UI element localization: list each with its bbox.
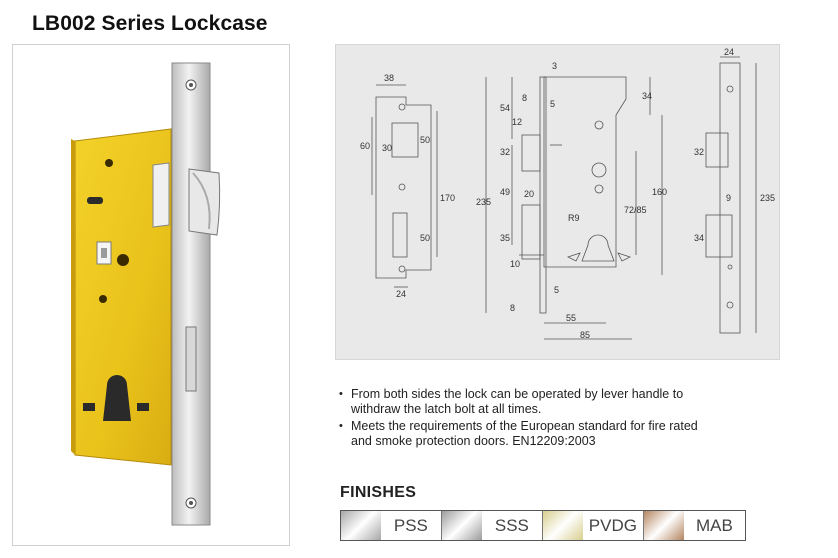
finishes-heading: FINISHES xyxy=(340,484,417,501)
dim-20: 20 xyxy=(524,189,534,199)
finish-swatch-pvdg xyxy=(543,511,583,540)
dim-30: 30 xyxy=(382,143,392,153)
dim-8-bottom: 8 xyxy=(510,303,515,313)
feature-text-line: Meets the requirements of the European s… xyxy=(351,419,698,433)
dim-235-center: 235 xyxy=(476,197,491,207)
page-title: LB002 Series Lockcase xyxy=(32,12,268,35)
dim-49: 49 xyxy=(500,187,510,197)
dim-60: 60 xyxy=(360,141,370,151)
dim-38: 38 xyxy=(384,73,394,83)
dim-3: 3 xyxy=(552,61,557,71)
dim-32-right: 32 xyxy=(694,147,704,157)
dim-235-right: 235 xyxy=(760,193,775,203)
dim-5-top: 5 xyxy=(550,99,555,109)
finish-swatch-sss xyxy=(442,511,482,540)
feature-text-line: From both sides the lock can be operated… xyxy=(351,387,684,401)
dim-170: 170 xyxy=(440,193,455,203)
dim-12: 12 xyxy=(512,117,522,127)
finish-label-sss: SSS xyxy=(481,511,543,540)
feature-text-line: and smoke protection doors. EN12209:2003 xyxy=(351,434,596,448)
dim-24-right: 24 xyxy=(724,47,734,57)
lockcase-photo xyxy=(71,62,221,526)
dim-34-right: 34 xyxy=(694,233,704,243)
feature-item: From both sides the lock can be operated… xyxy=(337,387,767,417)
technical-drawing: 38 60 30 50 170 50 24 3 8 5 54 34 12 32 … xyxy=(360,47,775,340)
feature-list: From both sides the lock can be operated… xyxy=(337,387,767,451)
finish-swatch-mab xyxy=(644,511,684,540)
technical-drawing-panel: 38 60 30 50 170 50 24 3 8 5 54 34 12 32 … xyxy=(335,44,780,360)
dim-24-left: 24 xyxy=(396,289,406,299)
dim-50-top: 50 xyxy=(420,135,430,145)
dim-72-85: 72/85 xyxy=(624,205,647,215)
dim-160: 160 xyxy=(652,187,667,197)
feature-text-line: withdraw the latch bolt at all times. xyxy=(351,402,542,416)
dim-55: 55 xyxy=(566,313,576,323)
finish-label-pvdg: PVDG xyxy=(582,511,644,540)
dim-r9: R9 xyxy=(568,213,580,223)
dim-5-bottom: 5 xyxy=(554,285,559,295)
dim-8-top: 8 xyxy=(522,93,527,103)
finish-label-mab: MAB xyxy=(683,511,745,540)
finish-swatch-pss xyxy=(341,511,381,540)
finishes-bar: PSS SSS PVDG MAB xyxy=(340,510,746,541)
finish-label-pss: PSS xyxy=(380,511,442,540)
feature-item: Meets the requirements of the European s… xyxy=(337,419,767,449)
dim-34-center: 34 xyxy=(642,91,652,101)
dim-35: 35 xyxy=(500,233,510,243)
dim-32-center: 32 xyxy=(500,147,510,157)
dim-85: 85 xyxy=(580,330,590,340)
dim-9: 9 xyxy=(726,193,731,203)
lockcase-photo-frame xyxy=(12,44,290,546)
dim-50-bottom: 50 xyxy=(420,233,430,243)
dim-54: 54 xyxy=(500,103,510,113)
dim-10: 10 xyxy=(510,259,520,269)
